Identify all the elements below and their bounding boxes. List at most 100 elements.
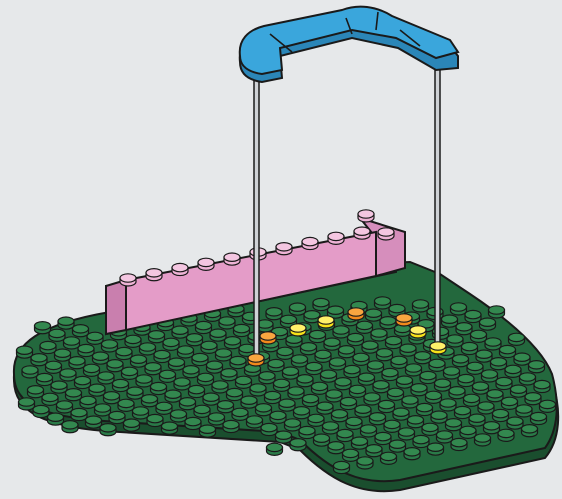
- baseplate-stud: [154, 350, 170, 362]
- baseplate-stud: [350, 385, 366, 397]
- baseplate-stud: [218, 401, 234, 413]
- baseplate-stud: [522, 425, 538, 437]
- baseplate-stud: [236, 376, 252, 388]
- baseplate-stud: [87, 332, 103, 344]
- baseplate-stud: [326, 390, 342, 402]
- baseplate-stud: [290, 439, 306, 451]
- baseplate-stud: [321, 370, 337, 382]
- baseplate-stud: [187, 334, 203, 346]
- baseplate-stud: [113, 379, 129, 391]
- baseplate-stud: [484, 422, 500, 434]
- baseplate-stud: [382, 368, 398, 380]
- baseplate-stud: [266, 308, 282, 320]
- baseplate-stud: [487, 390, 503, 402]
- baseplate-stud: [373, 381, 389, 393]
- baseplate-stud: [428, 443, 444, 455]
- baseplate-stud: [375, 432, 391, 444]
- baseplate-stud: [511, 385, 527, 397]
- baseplate-stud: [366, 309, 382, 321]
- baseplate-stud: [133, 407, 149, 419]
- baseplate-stud: [19, 398, 35, 410]
- baseplate-stud: [31, 354, 47, 366]
- baseplate-stud: [124, 419, 140, 431]
- baseplate-stud: [475, 434, 491, 446]
- baseplate-stud: [201, 341, 217, 353]
- baseplate-stud: [49, 329, 65, 341]
- baseplate-stud: [317, 402, 333, 414]
- baseplate-stud: [75, 376, 91, 388]
- baseplate-stud: [230, 356, 246, 368]
- baseplate-stud: [165, 390, 181, 402]
- baseplate-stud: [303, 394, 319, 406]
- wall-stud: [328, 232, 344, 244]
- baseplate-stud: [247, 416, 263, 428]
- baseplate-stud: [127, 387, 143, 399]
- baseplate-stud: [500, 345, 516, 357]
- baseplate-stud: [232, 408, 248, 420]
- wall-stud: [302, 237, 318, 249]
- baseplate-stud: [62, 421, 78, 433]
- baseplate-stud: [467, 362, 483, 374]
- baseplate-stud: [348, 333, 364, 345]
- baseplate-stud: [189, 385, 205, 397]
- baseplate-stud: [451, 303, 467, 315]
- baseplate-stud: [437, 431, 453, 443]
- baseplate-stud: [55, 349, 71, 361]
- baseplate-stud: [361, 425, 377, 437]
- baseplate-stud: [357, 457, 373, 469]
- baseplate-stud: [359, 373, 375, 385]
- yellow-stud: [410, 326, 426, 338]
- baseplate-stud: [368, 361, 384, 373]
- baseplate-stud: [277, 347, 293, 359]
- orange-stud: [396, 314, 412, 326]
- baseplate-stud: [339, 346, 355, 358]
- baseplate-stud: [388, 388, 404, 400]
- baseplate-stud: [464, 394, 480, 406]
- baseplate-stud: [200, 425, 216, 437]
- baseplate-stud: [183, 366, 199, 378]
- baseplate-stud: [171, 410, 187, 422]
- baseplate-stud: [227, 388, 243, 400]
- wall-stud: [358, 210, 374, 222]
- baseplate-stud: [174, 378, 190, 390]
- baseplate-stud: [288, 387, 304, 399]
- baseplate-stud: [411, 384, 427, 396]
- left-pole: [254, 70, 259, 360]
- baseplate-stud: [241, 396, 257, 408]
- baseplate-stud: [465, 310, 481, 322]
- baseplate-stud: [386, 336, 402, 348]
- baseplate-stud: [276, 431, 292, 443]
- baseplate-stud: [207, 361, 223, 373]
- baseplate-stud: [285, 419, 301, 431]
- baseplate-stud: [353, 353, 369, 365]
- wall-stud: [120, 274, 136, 286]
- baseplate-stud: [125, 335, 141, 347]
- baseplate-stud: [102, 340, 118, 352]
- baseplate-stud: [380, 317, 396, 329]
- baseplate-stud: [198, 373, 214, 385]
- baseplate-stud: [261, 423, 277, 435]
- baseplate-stud: [391, 356, 407, 368]
- baseplate-stud: [337, 429, 353, 441]
- baseplate-stud: [516, 405, 532, 417]
- baseplate-stud: [406, 364, 422, 376]
- baseplate-stud: [294, 407, 310, 419]
- baseplate-stud: [502, 397, 518, 409]
- wall-stud: [146, 269, 162, 281]
- baseplate-stud: [540, 400, 556, 412]
- baseplate-stud: [194, 405, 210, 417]
- baseplate-stud: [225, 337, 241, 349]
- baseplate-stud: [485, 338, 501, 350]
- baseplate-stud: [491, 358, 507, 370]
- right-pole: [435, 60, 440, 344]
- baseplate-stud: [480, 318, 496, 330]
- baseplate-stud: [324, 338, 340, 350]
- baseplate-stud: [328, 442, 344, 454]
- baseplate-stud: [333, 326, 349, 338]
- baseplate-stud: [178, 346, 194, 358]
- baseplate-stud: [28, 386, 44, 398]
- baseplate-stud: [221, 369, 237, 381]
- yellow-stud: [430, 342, 446, 354]
- baseplate-stud: [203, 393, 219, 405]
- wall-stud: [354, 227, 370, 239]
